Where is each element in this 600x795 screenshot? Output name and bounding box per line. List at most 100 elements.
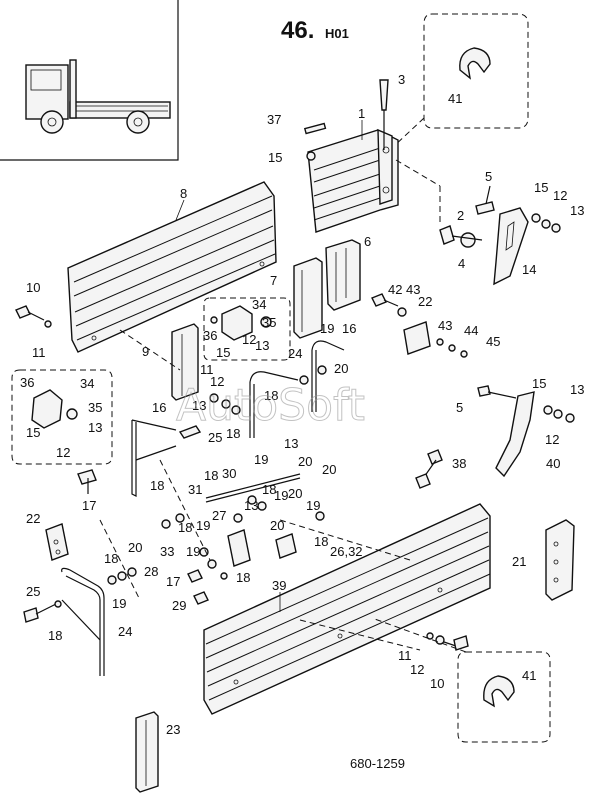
callout-16-left: 16 xyxy=(152,400,166,415)
callout-20-m4: 20 xyxy=(288,486,302,501)
callout-15-right2: 15 xyxy=(532,376,546,391)
callout-18-m4: 18 xyxy=(262,482,276,497)
callout-20-m3: 20 xyxy=(322,462,336,477)
callout-22-left: 22 xyxy=(26,511,40,526)
callout-24-mid: 24 xyxy=(288,346,302,361)
bolt-10-left: 10 11 xyxy=(15,280,52,360)
channel-part-23: 23 xyxy=(135,711,180,793)
callout-2: 2 xyxy=(457,208,464,223)
callout-13-center: 13 xyxy=(192,398,206,413)
callout-11-left: 11 xyxy=(32,345,46,360)
callout-37: 37 xyxy=(267,112,281,127)
callout-20-mid: 20 xyxy=(334,361,348,376)
callout-45: 45 xyxy=(486,334,500,349)
hardware-42-45: 42 43 22 43 44 45 xyxy=(371,282,500,358)
callout-11-center: 11 xyxy=(200,362,214,377)
callout-12-upper: 12 xyxy=(242,332,256,347)
callout-19-m6: 19 xyxy=(186,544,200,559)
callout-12-center: 12 xyxy=(210,374,224,389)
callout-19-m3: 19 xyxy=(274,488,288,503)
page-number: 46. xyxy=(281,17,314,44)
callout-19-m2: 19 xyxy=(254,452,268,467)
callout-18-left2: 18 xyxy=(48,628,62,643)
callout-38: 38 xyxy=(452,456,466,471)
callout-18-center: 18 xyxy=(226,426,240,441)
assembly-guide-lines xyxy=(99,329,421,651)
callout-5-right: 5 xyxy=(456,400,463,415)
callout-14: 14 xyxy=(522,262,536,277)
callout-22-top: 22 xyxy=(418,294,432,309)
hardware-cluster-center: 11 12 13 25 18 xyxy=(178,362,241,445)
callout-44: 44 xyxy=(464,323,478,338)
truck-thumbnail xyxy=(0,0,179,161)
page-suffix: H01 xyxy=(325,26,349,41)
bracket-part-40: 5 40 15 13 12 xyxy=(456,376,584,478)
callout-35-upper: 35 xyxy=(262,315,276,330)
callout-19-mid: 19 xyxy=(320,321,334,336)
callout-12-lower: 12 xyxy=(56,445,70,460)
callout-20-left: 20 xyxy=(128,540,142,555)
callout-34-upper: 34 xyxy=(252,297,266,312)
callout-33: 33 xyxy=(160,544,174,559)
callout-39: 39 xyxy=(272,578,286,593)
callout-3: 3 xyxy=(398,72,405,87)
callout-41-bottom: 41 xyxy=(522,668,536,683)
rod-16-left: 16 xyxy=(131,400,177,497)
callout-12-right: 12 xyxy=(553,188,567,203)
callout-31: 31 xyxy=(188,482,202,497)
callout-18-mid: 18 xyxy=(264,388,278,403)
bracket-part-21: 21 xyxy=(512,519,575,601)
watermark: AutoSoft xyxy=(176,380,365,431)
callout-15-right: 15 xyxy=(534,180,548,195)
callout-26-32: 26,32 xyxy=(330,544,363,559)
detail-34-upper: 34 35 36 15 12 13 xyxy=(203,297,291,361)
callout-13-lower: 13 xyxy=(88,420,102,435)
callout-18-m2: 18 xyxy=(204,468,218,483)
callout-16-right: 16 xyxy=(342,321,356,336)
callout-34-lower: 34 xyxy=(80,376,94,391)
callout-18-left: 18 xyxy=(104,551,118,566)
callout-23: 23 xyxy=(166,722,180,737)
detail-34-lower: 36 34 35 15 12 13 xyxy=(11,369,113,465)
callout-12-right2: 12 xyxy=(545,432,559,447)
callout-29: 29 xyxy=(172,598,186,613)
callout-28: 28 xyxy=(144,564,158,579)
callout-21: 21 xyxy=(512,554,526,569)
detail-41-bottom: 41 xyxy=(371,617,551,743)
callout-5-top: 5 xyxy=(485,169,492,184)
callout-25-left: 25 xyxy=(26,584,40,599)
side-panel-part-39: 39 xyxy=(203,503,491,715)
callout-13-m2: 13 xyxy=(284,436,298,451)
callout-30: 30 xyxy=(222,466,236,481)
post-part-1: 3 1 37 15 xyxy=(267,72,441,233)
callout-18-m3: 18 xyxy=(150,478,164,493)
bolt-10-bottom: 11 12 10 xyxy=(398,632,469,691)
callout-12-bottom: 12 xyxy=(410,662,424,677)
brackets-6-7: 6 7 xyxy=(270,234,371,339)
callout-8: 8 xyxy=(180,186,187,201)
hinge-group-14: 5 2 4 14 15 12 13 xyxy=(439,169,584,286)
callout-19-left: 19 xyxy=(112,596,126,611)
hardware-middle: 19 13 20 18 30 18 31 20 18 19 20 19 13 2… xyxy=(150,436,363,613)
callout-13-upper: 13 xyxy=(255,338,269,353)
callout-18-m5: 18 xyxy=(178,520,192,535)
callout-9: 9 xyxy=(142,344,149,359)
callout-13-right: 13 xyxy=(570,203,584,218)
rod-16-right: 19 16 24 20 18 xyxy=(249,321,356,438)
callout-15-top: 15 xyxy=(268,150,282,165)
callout-20-m2: 20 xyxy=(298,454,312,469)
callout-11-bottom: 11 xyxy=(398,648,412,663)
detail-41-top: 41 xyxy=(391,13,529,149)
callout-10-bottom: 10 xyxy=(430,676,444,691)
callout-6: 6 xyxy=(364,234,371,249)
callout-35-lower: 35 xyxy=(88,400,102,415)
callout-19-m5: 19 xyxy=(196,518,210,533)
callout-13-right2: 13 xyxy=(570,382,584,397)
callout-27: 27 xyxy=(212,508,226,523)
callout-43-top: 43 xyxy=(406,282,420,297)
hardware-left-lower: 17 22 18 20 28 19 24 25 18 xyxy=(23,469,158,676)
callout-1: 1 xyxy=(358,106,365,121)
side-panel-part-8: 8 xyxy=(67,181,277,353)
callout-18-m6: 18 xyxy=(314,534,328,549)
